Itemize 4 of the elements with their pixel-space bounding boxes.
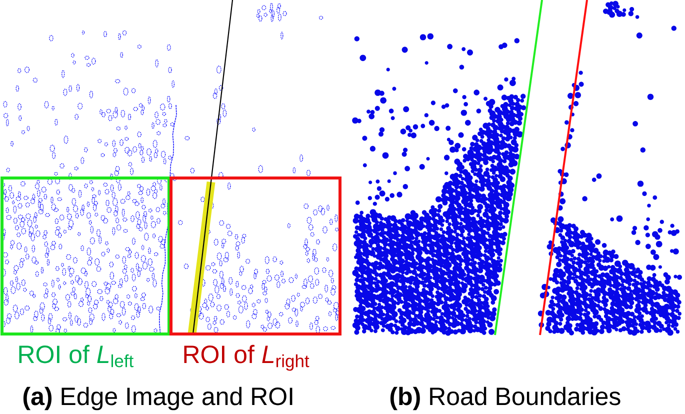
roi-label: ROI of L$_{left}$	[19, 344, 134, 368]
panel-caption: (a) Edge Image and ROI	[23, 386, 292, 410]
panel-caption: (b) Road Boundaries	[390, 386, 620, 410]
roi-label: ROI of L$_{right}$	[184, 344, 310, 371]
